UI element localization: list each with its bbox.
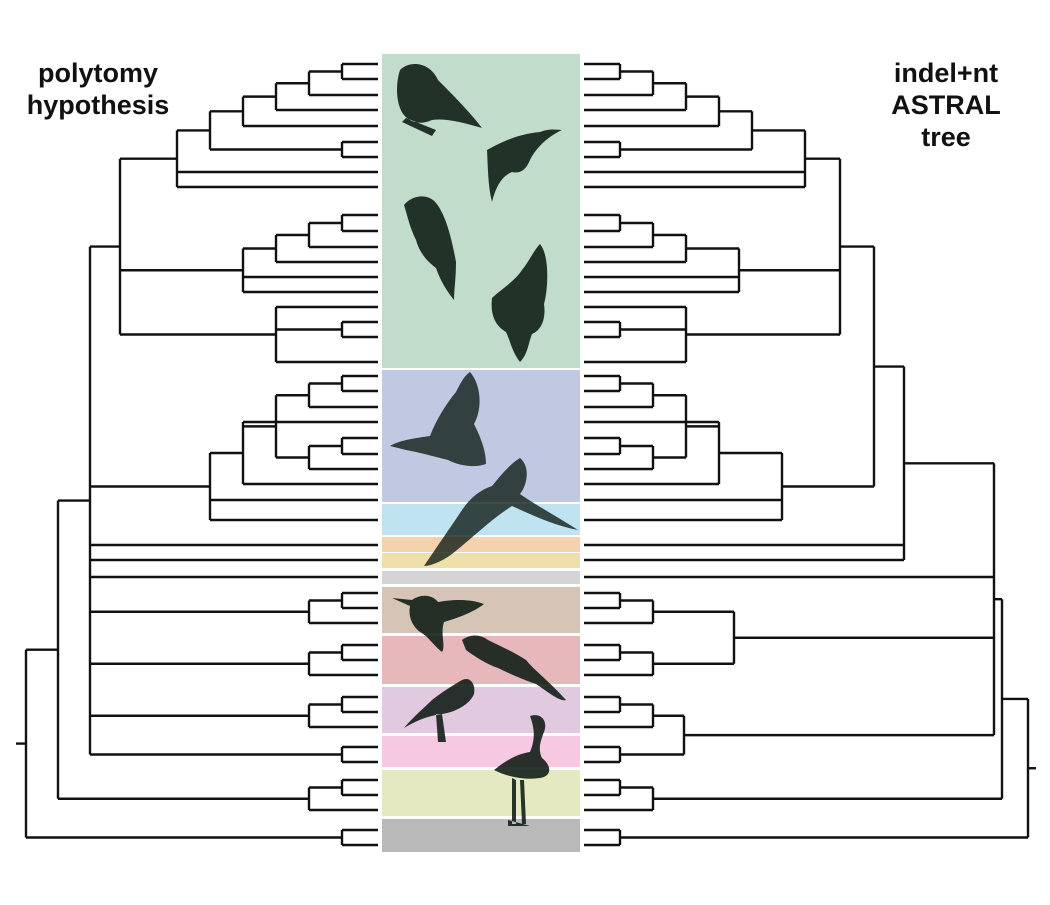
flamingo-icon bbox=[494, 715, 550, 826]
band-sunbittern bbox=[382, 537, 580, 552]
band-flamingos bbox=[382, 736, 580, 767]
bird-silhouettes bbox=[390, 64, 578, 826]
right-tree bbox=[584, 62, 1036, 847]
hawk-icon bbox=[491, 244, 548, 362]
band-pigeons bbox=[382, 687, 580, 733]
hummingbird-icon bbox=[392, 595, 484, 652]
pigeon-icon bbox=[404, 678, 475, 742]
band-hoatzin bbox=[382, 553, 580, 568]
finch-icon bbox=[397, 64, 482, 136]
band-waterbirds bbox=[382, 370, 580, 502]
swift-icon bbox=[487, 129, 562, 202]
right-title-line-1: indel+nt bbox=[893, 58, 999, 88]
left-title-line-2: hypothesis bbox=[26, 90, 170, 120]
left-title-line-1: polytomy bbox=[37, 58, 158, 88]
pelican-icon bbox=[390, 372, 486, 467]
right-title-line-3: tree bbox=[921, 122, 971, 152]
cuckoo-icon bbox=[462, 635, 566, 701]
left-tree-title: polytomy hypothesis bbox=[14, 57, 182, 121]
band-cranes bbox=[382, 571, 580, 584]
band-galloanserae bbox=[382, 770, 580, 816]
band-paleognaths bbox=[382, 819, 580, 852]
right-tree-title: indel+nt ASTRAL tree bbox=[872, 57, 1020, 153]
right-title-line-2: ASTRAL bbox=[891, 90, 1001, 120]
left-tree bbox=[16, 62, 378, 847]
tropicbird-icon bbox=[424, 458, 578, 566]
woodpecker-icon bbox=[404, 196, 456, 300]
